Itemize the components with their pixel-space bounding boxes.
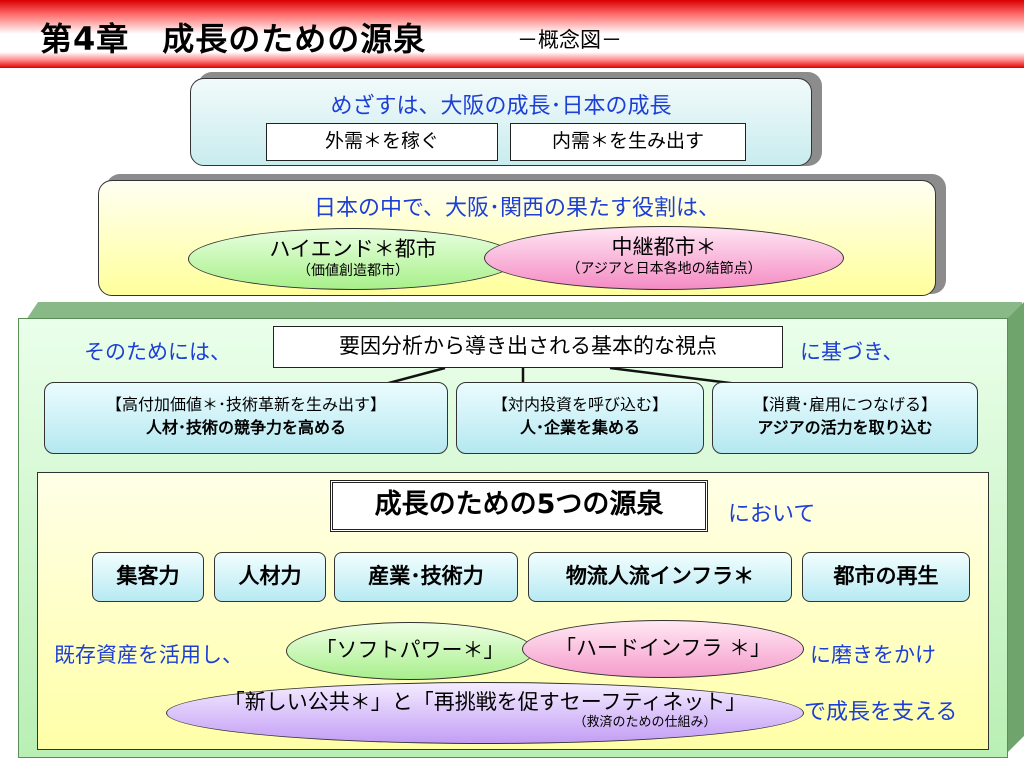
soft-power-ellipse: 「ソフトパワー＊」: [286, 622, 534, 680]
viewpoint-box-talent: 【高付加価値＊･技術革新を生み出す】 人材･技術の競争力を高める: [44, 382, 448, 454]
basic-viewpoint-box: 要因分析から導き出される基本的な視点: [273, 326, 783, 368]
high-end-city-ellipse: ハイエンド＊都市 （価値創造都市）: [188, 228, 518, 290]
goal-title: めざすは、大阪の成長･日本の成長: [330, 94, 672, 119]
title-banner: [0, 0, 1024, 68]
goal-domestic-demand-box: 内需＊を生み出す: [510, 123, 746, 161]
existing-assets-label: 既存資産を活用し、: [54, 643, 243, 667]
therefore-label: そのためには、: [84, 340, 231, 364]
polish-label: に磨きをかけ: [810, 643, 936, 667]
based-on-label: に基づき、: [800, 340, 904, 364]
page-title: 第4章 成長のための源泉: [40, 20, 427, 58]
support-growth-label: で成長を支える: [804, 700, 958, 725]
new-public-ellipse: 「新しい公共＊」と「再挑戦を促すセーフティネット」 （救済のための仕組み）: [166, 682, 804, 744]
green-panel-side-face: [1006, 302, 1024, 754]
viewpoint-box-investment: 【対内投資を呼び込む】 人･企業を集める: [456, 382, 704, 454]
source-box-logistics-infra: 物流人流インフラ＊: [528, 552, 792, 602]
relay-city-label: 中継都市＊: [611, 235, 717, 259]
green-panel-top-face: [26, 302, 1022, 320]
source-box-urban-regeneration: 都市の再生: [802, 552, 970, 602]
page-subtitle: －概念図－: [517, 28, 622, 52]
high-end-city-note: （価値創造都市）: [297, 263, 409, 279]
viewpoint-body: 人材･技術の競争力を高める: [145, 418, 346, 437]
source-box-tourism: 集客力: [92, 552, 204, 602]
relay-city-note: （アジアと日本各地の結節点）: [566, 261, 762, 277]
new-public-label: 「新しい公共＊」と「再挑戦を促すセーフティネット」: [223, 690, 747, 714]
high-end-city-label: ハイエンド＊都市: [269, 237, 437, 261]
source-box-human-resources: 人材力: [214, 552, 326, 602]
in-label: において: [728, 502, 816, 527]
growth-sources-title: 成長のための5つの源泉: [330, 480, 708, 532]
relay-city-ellipse: 中継都市＊ （アジアと日本各地の結節点）: [484, 226, 844, 290]
safety-net-note: （救済のための仕組み）: [573, 715, 717, 730]
hard-infra-ellipse: 「ハードインフラ ＊」: [522, 620, 804, 678]
goal-external-demand-box: 外需＊を稼ぐ: [266, 123, 498, 161]
viewpoint-body: 人･企業を集める: [519, 418, 640, 437]
viewpoint-body: アジアの活力を取り込む: [757, 418, 933, 437]
viewpoint-heading: 【対内投資を呼び込む】: [491, 395, 668, 414]
viewpoint-heading: 【高付加価値＊･技術革新を生み出す】: [105, 395, 386, 414]
viewpoint-heading: 【消費･雇用につなげる】: [752, 395, 937, 414]
source-box-industry-technology: 産業･技術力: [334, 552, 518, 602]
viewpoint-box-asia: 【消費･雇用につなげる】 アジアの活力を取り込む: [712, 382, 978, 454]
role-title: 日本の中で、大阪･関西の果たす役割は、: [313, 196, 721, 221]
